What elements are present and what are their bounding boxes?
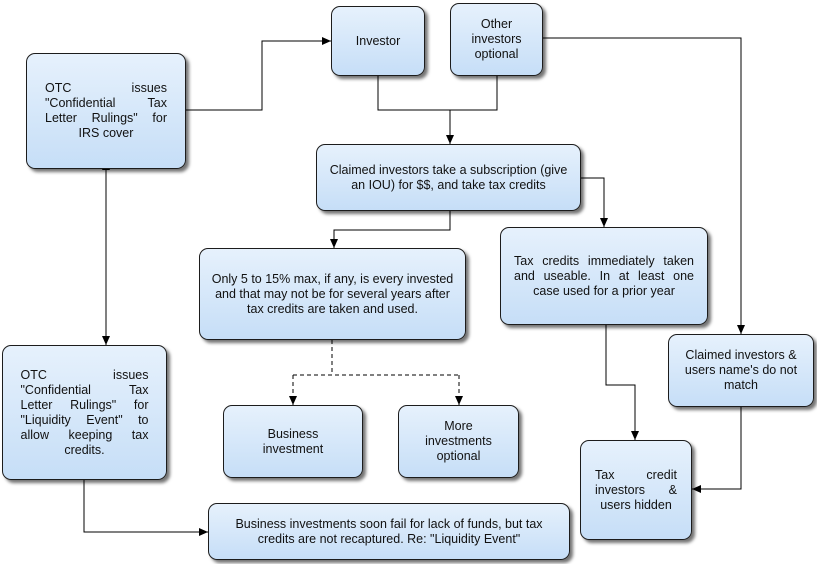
- arrow-subscription-to-only: [330, 211, 451, 248]
- node-tax-credits-taken-label: Tax credits immediately taken and useabl…: [514, 253, 694, 298]
- node-more-investments-label: More investments optional: [425, 419, 492, 463]
- arrow-credits-to-hidden: [605, 325, 639, 440]
- arrow-subscription-to-credits: [581, 177, 608, 227]
- node-investments-fail-label: Business investments soon fail for lack …: [235, 516, 543, 546]
- node-business-investment-label: Business investment: [262, 426, 324, 456]
- node-subscription-label: Claimed investors take a subscription (g…: [329, 162, 568, 192]
- node-otc-irs-cover: OTC issues "Confidential Tax Letter Ruli…: [26, 53, 186, 169]
- node-other-investors-label: Other investors optional: [471, 17, 522, 61]
- node-hidden: Tax credit investors & users hidden: [580, 440, 692, 540]
- node-other-investors: Other investors optional: [450, 3, 543, 76]
- node-only-5-to-15: Only 5 to 15% max, if any, is every inve…: [199, 248, 466, 340]
- arrow-mismatch-to-hidden: [692, 407, 742, 493]
- node-investor: Investor: [331, 6, 425, 76]
- node-tax-credits-taken: Tax credits immediately taken and useabl…: [500, 227, 708, 325]
- arrow-liquidity-to-fail: [83, 480, 208, 536]
- arrow-other-to-mismatch: [543, 37, 745, 334]
- node-subscription: Claimed investors take a subscription (g…: [316, 144, 581, 211]
- node-names-mismatch: Claimed investors & users name's do not …: [668, 334, 814, 407]
- node-more-investments: More investments optional: [398, 405, 519, 478]
- node-investor-label: Investor: [355, 33, 401, 48]
- node-names-mismatch-label: Claimed investors & users name's do not …: [684, 348, 798, 392]
- line-investor-down: [377, 76, 450, 111]
- node-business-investment: Business investment: [223, 405, 363, 478]
- node-only-5-to-15-label: Only 5 to 15% max, if any, is every inve…: [211, 271, 454, 316]
- arrow-otc-to-investor: [186, 37, 331, 111]
- node-otc-irs-cover-label: OTC issues "Confidential Tax Letter Ruli…: [45, 81, 167, 140]
- node-investments-fail: Business investments soon fail for lack …: [208, 503, 570, 560]
- node-otc-liquidity-label: OTC issues "Confidential Tax Letter Ruli…: [20, 367, 149, 457]
- node-otc-liquidity: OTC issues "Confidential Tax Letter Ruli…: [2, 345, 167, 480]
- line-other-investors-down: [450, 76, 498, 111]
- node-hidden-label: Tax credit investors & users hidden: [595, 467, 677, 512]
